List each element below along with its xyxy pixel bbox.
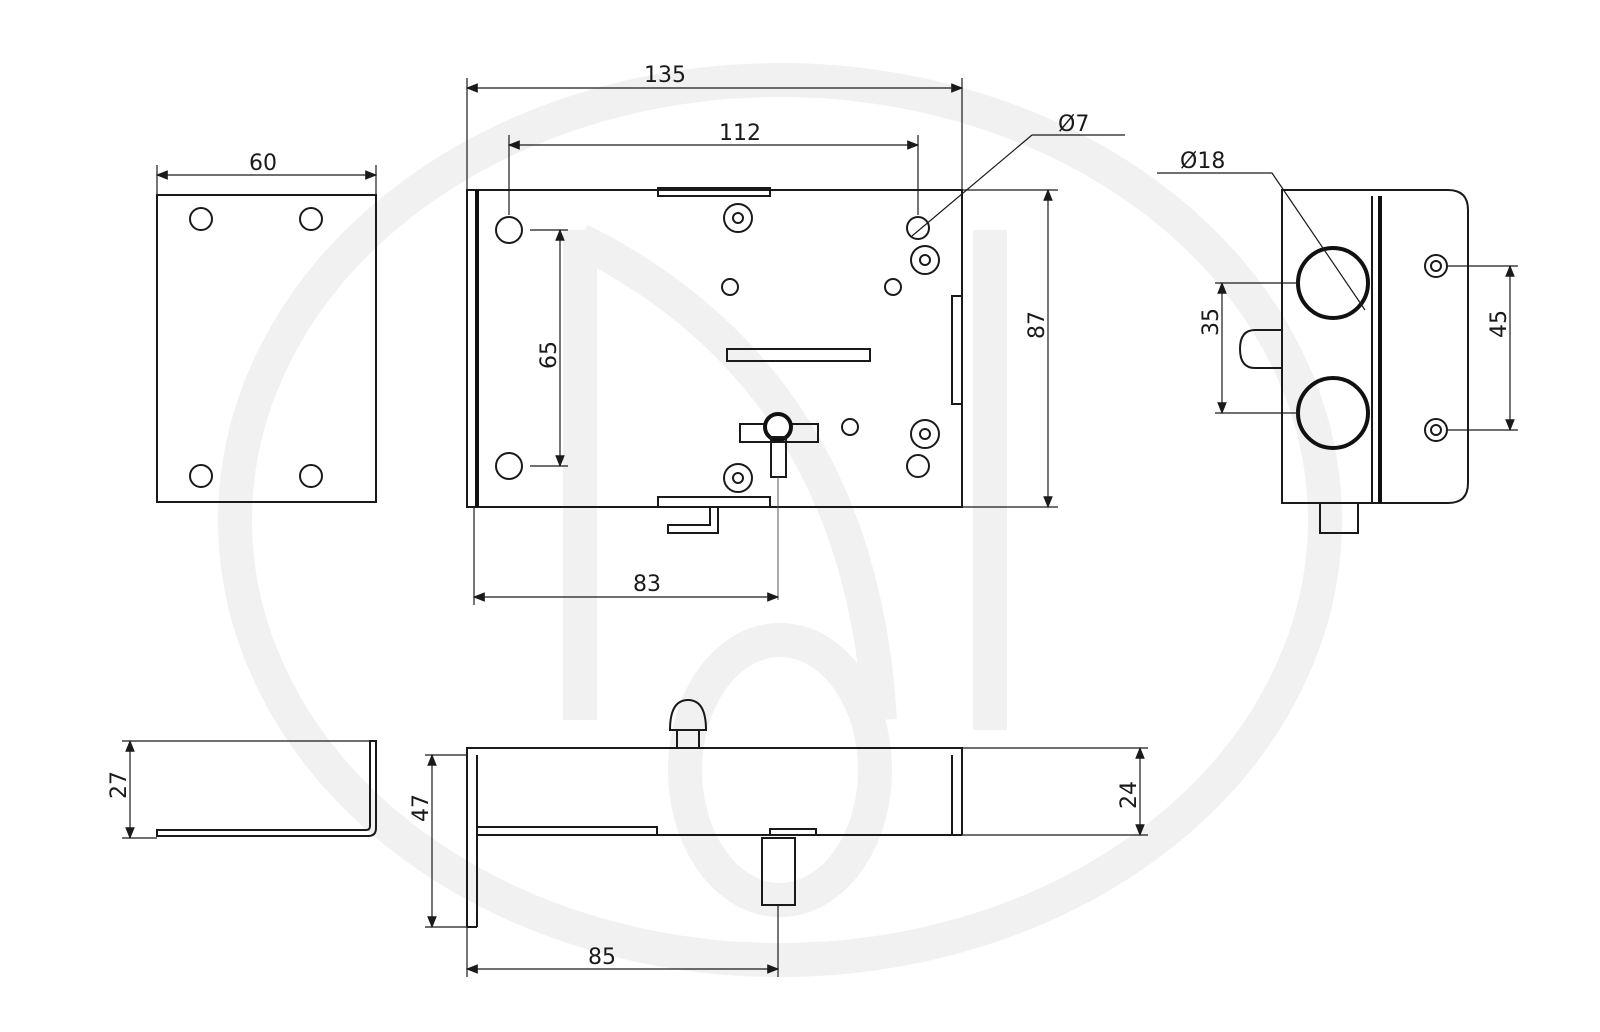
dim-bolt-offset: 83: [633, 572, 661, 597]
dim-hole-spacing-horizontal: 112: [719, 121, 761, 146]
watermark-logo: [218, 63, 1342, 977]
bottom-side-view: 47 24 85: [409, 698, 1148, 977]
dim-hole-spacing-vertical: 65: [537, 341, 562, 369]
dim-large-hole-diameter: Ø18: [1180, 149, 1225, 174]
dim-overall-length: 135: [644, 63, 686, 88]
dim-overall-height: 87: [1025, 311, 1050, 339]
dim-plate-width: 60: [249, 151, 277, 176]
main-lock-view: 135 112 Ø7 87 65 83: [465, 63, 1125, 605]
dim-side-hole-spacing: 45: [1487, 310, 1512, 338]
side-cylinder-view: Ø18 35 45: [1157, 149, 1518, 534]
dim-small-hole-diameter: Ø7: [1058, 112, 1089, 137]
dim-side-depth: 47: [409, 794, 434, 822]
dim-cylinder-spacing: 35: [1199, 308, 1224, 336]
dim-body-depth: 24: [1117, 781, 1142, 809]
angle-bracket-view: 27: [107, 739, 377, 840]
dim-pin-offset: 85: [588, 945, 616, 970]
bolt: [739, 412, 819, 478]
dim-angle-height: 27: [107, 771, 132, 799]
front-plate-view: 60: [155, 151, 378, 503]
